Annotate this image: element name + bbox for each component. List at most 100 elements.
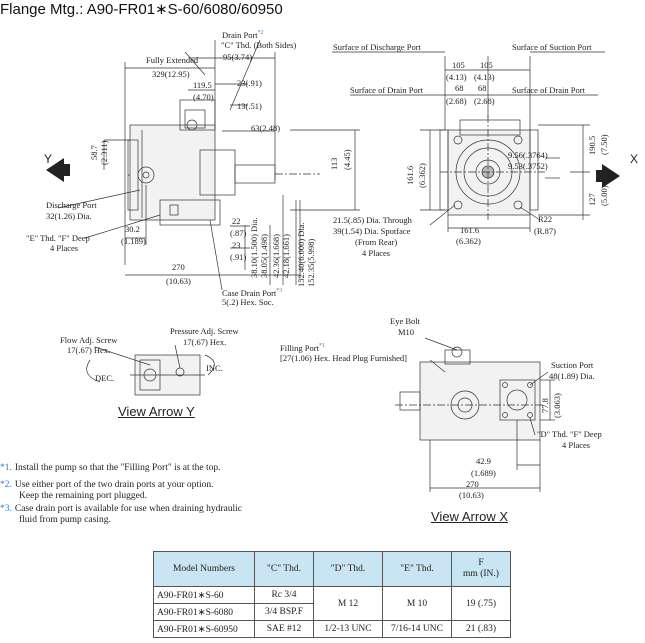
- cell-f: 19 (.75): [451, 586, 511, 621]
- pump-front-view: [439, 115, 545, 220]
- header-e-thd: "E" Thd.: [382, 551, 452, 587]
- header-c-thd: "C" Thd.: [254, 551, 314, 587]
- dim-4-13b: (4.13): [474, 72, 495, 82]
- surface-drain-left-label: Surface of Drain Port: [350, 85, 423, 95]
- dim-10-63-x: (10.63): [459, 490, 484, 500]
- from-rear-label: (From Rear): [355, 237, 398, 247]
- dim-3-063: (3.063): [552, 393, 562, 418]
- dim-1-689: (1.689): [471, 468, 496, 478]
- y-arrow-label: Y: [44, 152, 53, 166]
- suction-port-label: Suction Port: [551, 360, 594, 370]
- dim-68a: 68: [455, 83, 464, 93]
- r87-label: (R.87): [534, 226, 556, 236]
- table-row: A90-FR01∗S-60950 SAE #12 1/2-13 UNC 7/16…: [153, 620, 511, 638]
- dim-190-5: 190.5: [587, 135, 597, 155]
- dim-1-189: (1.189): [121, 236, 146, 246]
- view-y-caption: View Arrow Y: [118, 404, 195, 419]
- dim-42-36: 42.36(1.668): [271, 234, 281, 278]
- cell-e-thd: 7/16-14 UNC: [382, 620, 452, 638]
- places-label: 4 Places: [362, 248, 391, 258]
- dim-152-35: 152.35(5.998): [306, 238, 316, 287]
- note-1: *1.Install the pump so that the "Filling…: [0, 463, 221, 473]
- dim-105b: 105: [480, 60, 493, 70]
- x-arrow-label: X: [630, 152, 639, 166]
- dim-6-362-h: (6.362): [456, 236, 481, 246]
- dim-23b: 23: [232, 240, 241, 250]
- plug-label: [27(1.06) Hex. Head Plug Furnished]: [280, 353, 408, 363]
- dim-2-68b: (2.68): [474, 96, 495, 106]
- dim-161-6-h: 161.6: [460, 225, 480, 235]
- view-y-drawing: [86, 344, 215, 396]
- dim-87: (.87): [230, 228, 247, 238]
- through-label: 21.5(.85) Dia. Through: [333, 215, 412, 225]
- dim-4-45: (4.45): [342, 149, 352, 170]
- dim-4-70: (4.70): [193, 92, 214, 102]
- dim-329: 329(12.95): [152, 69, 190, 79]
- dim-270: 270: [172, 262, 185, 272]
- press-adj-label: Pressure Adj. Screw: [170, 326, 239, 336]
- discharge-port-label: Discharge Port: [46, 200, 97, 210]
- drain-port-label: Drain Port*2: [222, 29, 264, 40]
- dim-77-8: 77.8: [540, 398, 550, 413]
- r22-label: R22: [538, 214, 553, 224]
- dim-5-00: (5.00): [599, 185, 609, 206]
- dim-152-40: 152.40(6.000) Dia.: [296, 222, 306, 287]
- hex-soc-label: 5(.2) Hex. Soc.: [222, 297, 274, 307]
- header-d-thd: "D" Thd.: [313, 551, 383, 587]
- cell-d-thd: 1/2-13 UNC: [313, 620, 383, 638]
- c-thd-label: "C" Thd. (Both Sides): [221, 40, 297, 50]
- e-thd-label: "E" Thd. "F" Deep: [26, 233, 90, 243]
- fully-extended-label: Fully Extended: [146, 55, 199, 65]
- dim-6-362-v: (6.362): [417, 163, 427, 188]
- cell-e-thd: M 10: [382, 586, 452, 621]
- surface-suction-label: Surface of Suction Port: [512, 42, 592, 52]
- dim-95: 95(3.74): [223, 52, 253, 62]
- dim-10-63: (10.63): [166, 276, 191, 286]
- dim-9-53: 9.53(.3752): [508, 161, 548, 171]
- cell-model: A90-FR01∗S-60950: [153, 620, 255, 638]
- dim-42-9: 42.9: [476, 456, 491, 466]
- cell-c-thd: 3/4 BSP.F: [254, 603, 314, 621]
- dim-127: 127: [587, 193, 597, 206]
- note-2-line-2: Keep the remaining port plugged.: [19, 491, 147, 501]
- dim-270-x: 270: [466, 479, 479, 489]
- table-row: A90-FR01∗S-6080 3/4 BSP.F: [153, 603, 511, 621]
- flow-adj-label: Flow Adj. Screw: [60, 335, 118, 345]
- cell-f: 21 (.83): [451, 620, 511, 638]
- dim-22: 22: [232, 216, 241, 226]
- header-model: Model Numbers: [153, 551, 255, 587]
- table-header-row: Model Numbers "C" Thd. "D" Thd. "E" Thd.…: [153, 551, 511, 587]
- cell-c-thd: SAE #12: [254, 620, 314, 638]
- dim-63: 63(2.48): [251, 123, 281, 133]
- dim-119-5: 119.5: [193, 80, 212, 90]
- dec-label: DEC.: [95, 373, 115, 383]
- filling-port-label: Filling Port*1: [280, 342, 325, 353]
- spotface-label: 39(1.54) Dia. Spotface: [333, 226, 411, 236]
- discharge-dia-label: 32(1.26) Dia.: [46, 211, 92, 221]
- dim-68b: 68: [478, 83, 487, 93]
- cell-c-thd: Rc 3/4: [254, 586, 314, 604]
- dim-7-50: (7.50): [599, 134, 609, 155]
- eye-bolt-label: Eye Bolt: [390, 316, 420, 326]
- d-thd-label: "D" Thd. "F" Deep: [537, 429, 602, 439]
- note-2: *2.Use either port of the two drain port…: [0, 480, 214, 490]
- inc-label: INC.: [206, 363, 223, 373]
- view-x-caption: View Arrow X: [431, 509, 509, 524]
- m10-label: M10: [398, 327, 415, 337]
- dim-2-311: (2.311): [99, 140, 109, 165]
- dim-91: (.91): [230, 252, 247, 262]
- cell-model: A90-FR01∗S-60: [153, 586, 255, 604]
- cell-d-thd: M 12: [313, 586, 383, 621]
- dim-38-05: 38.05(1.498): [259, 234, 269, 278]
- note-3-line-2: fluid from pump casing.: [19, 515, 111, 525]
- e-places-label: 4 Places: [50, 243, 79, 253]
- case-drain-label: Case Drain Port*3: [222, 287, 283, 298]
- view-x-drawing: [395, 346, 545, 441]
- surface-drain-right-label: Surface of Drain Port: [512, 85, 585, 95]
- note-3: *3.Case drain port is available for use …: [0, 504, 243, 514]
- cell-model: A90-FR01∗S-6080: [153, 603, 255, 621]
- dim-113: 113: [329, 157, 339, 170]
- surface-discharge-label: Surface of Discharge Port: [333, 42, 421, 52]
